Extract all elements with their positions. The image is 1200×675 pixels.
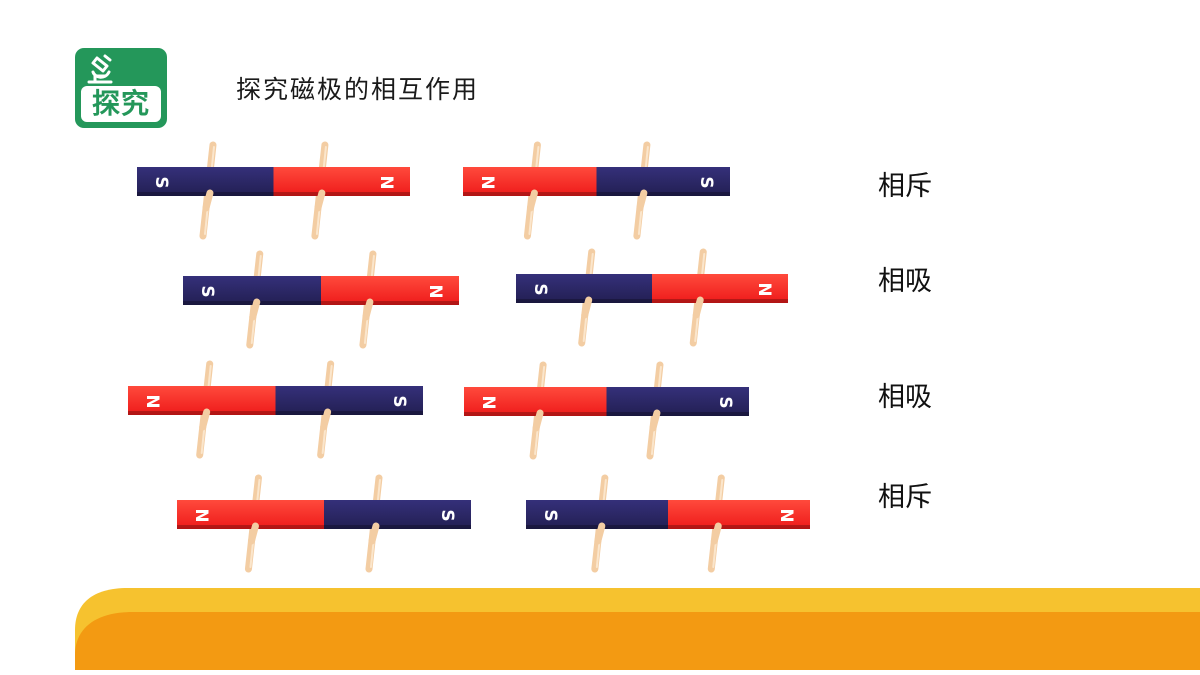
- bar-edge: [137, 192, 410, 196]
- bar-edge: [464, 412, 749, 416]
- roller-stick-front: [362, 298, 374, 321]
- bar-edge: [526, 525, 810, 529]
- row-3-result: 相吸: [878, 382, 932, 413]
- pole-south: [526, 500, 668, 529]
- pole-letter: N: [478, 395, 498, 409]
- pole-south: [516, 274, 652, 303]
- bar-edge: [177, 525, 471, 529]
- pole-north: [463, 167, 597, 196]
- pole-south: [606, 387, 749, 416]
- pole-south: [137, 167, 274, 196]
- pole-north: [668, 500, 810, 529]
- page-title: 探究磁极的相互作用: [236, 75, 480, 104]
- pole-north: [464, 387, 607, 416]
- pole-south: [596, 167, 730, 196]
- roller-stick-front: [532, 409, 544, 432]
- pole-letter: S: [437, 509, 457, 521]
- pole-letter: S: [151, 176, 171, 188]
- pole-north: [273, 167, 410, 196]
- pole-letter: S: [540, 509, 560, 521]
- roller-stick-front: [636, 189, 648, 212]
- pole-letter: N: [425, 284, 445, 298]
- roller-stick-front: [199, 408, 211, 431]
- roller-stick-front: [594, 522, 606, 545]
- bar-edge: [183, 301, 459, 305]
- row-2-result: 相吸: [878, 266, 932, 297]
- pole-south: [183, 276, 321, 305]
- roller-stick-front: [526, 189, 538, 212]
- roller-stick-front: [320, 408, 332, 431]
- roller-stick-front: [202, 189, 214, 212]
- pole-south: [275, 386, 423, 415]
- pole-letter: N: [191, 508, 211, 522]
- pole-letter: N: [477, 175, 497, 189]
- roller-stick-front: [710, 522, 722, 545]
- pole-letter: S: [389, 395, 409, 407]
- pole-letter: N: [142, 394, 162, 408]
- pole-letter: N: [754, 282, 774, 296]
- roller-stick-front: [314, 189, 326, 212]
- bar-edge: [463, 192, 730, 196]
- bar-edge: [516, 299, 788, 303]
- row-1-result: 相斥: [878, 171, 932, 202]
- bar-edge: [128, 411, 423, 415]
- microscope-icon: [87, 54, 113, 84]
- roller-stick-front: [692, 296, 704, 319]
- pole-letter: S: [696, 176, 716, 188]
- roller-stick-front: [249, 298, 261, 321]
- pole-north: [128, 386, 276, 415]
- roller-stick-front: [247, 522, 259, 545]
- pole-south: [324, 500, 471, 529]
- pole-letter: S: [530, 283, 550, 295]
- pole-north: [321, 276, 459, 305]
- roller-stick-front: [649, 409, 661, 432]
- badge-label: 探究: [81, 86, 161, 122]
- pole-letter: N: [776, 508, 796, 522]
- roller-stick-front: [368, 522, 380, 545]
- pole-letter: N: [376, 175, 396, 189]
- pole-north: [177, 500, 324, 529]
- pole-letter: S: [197, 285, 217, 297]
- row-4-result: 相斥: [878, 482, 932, 513]
- pole-letter: S: [715, 396, 735, 408]
- pole-north: [652, 274, 788, 303]
- roller-stick-front: [581, 296, 593, 319]
- explore-badge: 探究: [75, 48, 167, 128]
